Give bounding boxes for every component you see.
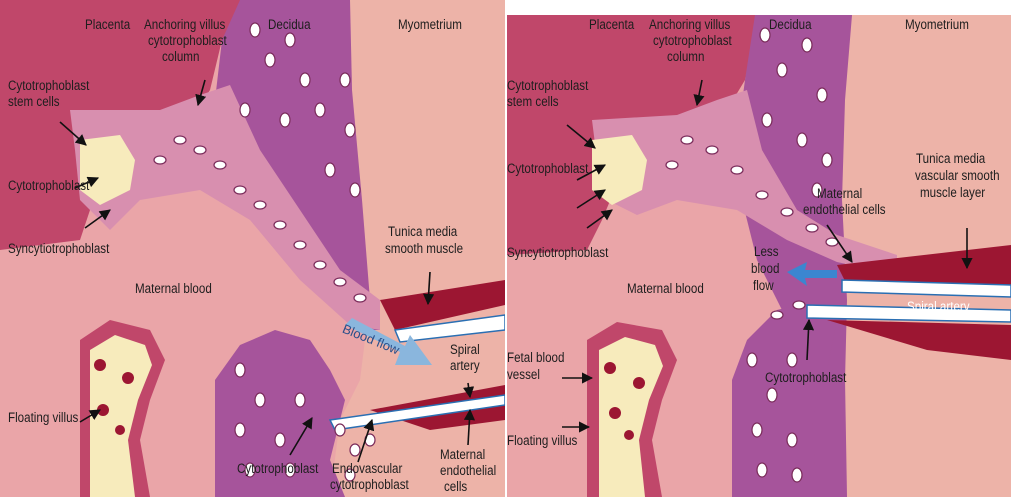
label-stem-cells-1: Cytotrophoblast — [507, 78, 588, 93]
label-anchoring-villus-1: Anchoring villus — [144, 17, 225, 32]
label-placenta: Placenta — [85, 17, 130, 32]
label-maternal-blood: Maternal blood — [627, 281, 704, 296]
label-cytotrophoblast-bottom: Cytotrophoblast — [765, 370, 846, 385]
label-myometrium: Myometrium — [905, 17, 969, 32]
label-maternal-endo-1: Maternal — [817, 186, 862, 201]
label-cytotrophoblast: Cytotrophoblast — [507, 161, 588, 176]
label-cytotrophoblast-bottom: Cytotrophoblast — [237, 461, 318, 476]
label-less-1: Less — [754, 244, 779, 259]
label-less-2: blood — [751, 261, 779, 276]
label-floating-villus: Floating villus — [8, 410, 78, 425]
label-tunica-1: Tunica media — [916, 151, 985, 166]
label-tunica-2: vascular smooth — [915, 168, 1000, 183]
label-spiral-2: artery — [450, 358, 480, 373]
right-diagram-panel: Placenta Anchoring villus cytotrophoblas… — [507, 0, 1011, 497]
label-decidua: Decidua — [769, 17, 812, 32]
label-maternal-endo-2: endothelial — [440, 463, 496, 478]
label-syncytiotrophoblast: Syncytiotrophoblast — [507, 245, 608, 260]
label-anchoring-villus-1: Anchoring villus — [649, 17, 730, 32]
label-anchoring-villus-2: cytotrophoblast — [148, 33, 227, 48]
label-tunica-2: smooth muscle — [385, 241, 463, 256]
label-stem-cells-2: stem cells — [8, 94, 60, 109]
label-anchoring-villus-3: column — [162, 49, 199, 64]
label-myometrium: Myometrium — [398, 17, 462, 32]
label-anchoring-villus-2: cytotrophoblast — [653, 33, 732, 48]
left-diagram-panel: Placenta Anchoring villus cytotrophoblas… — [0, 0, 505, 497]
label-maternal-endo-1: Maternal — [440, 447, 485, 462]
label-fetal-1: Fetal blood — [507, 350, 564, 365]
label-fetal-2: vessel — [507, 367, 540, 382]
label-spiral-1: Spiral — [450, 342, 480, 357]
label-stem-cells-1: Cytotrophoblast — [8, 78, 89, 93]
label-floating-villus: Floating villus — [507, 433, 577, 448]
label-less-3: flow — [753, 278, 774, 293]
label-cytotrophoblast: Cytotrophoblast — [8, 178, 89, 193]
label-tunica-1: Tunica media — [388, 224, 457, 239]
label-syncytiotrophoblast: Syncytiotrophoblast — [8, 241, 109, 256]
label-maternal-endo-3: cells — [444, 479, 467, 494]
label-placenta: Placenta — [589, 17, 634, 32]
label-anchoring-villus-3: column — [667, 49, 704, 64]
label-endovascular-2: cytotrophoblast — [330, 477, 409, 492]
label-decidua: Decidua — [268, 17, 311, 32]
label-stem-cells-2: stem cells — [507, 94, 559, 109]
label-spiral-artery: Spiral artery — [907, 299, 970, 314]
label-maternal-blood: Maternal blood — [135, 281, 212, 296]
label-endovascular-1: Endovascular — [332, 461, 402, 476]
label-maternal-endo-2: endothelial cells — [803, 202, 886, 217]
label-tunica-3: muscle layer — [920, 185, 985, 200]
